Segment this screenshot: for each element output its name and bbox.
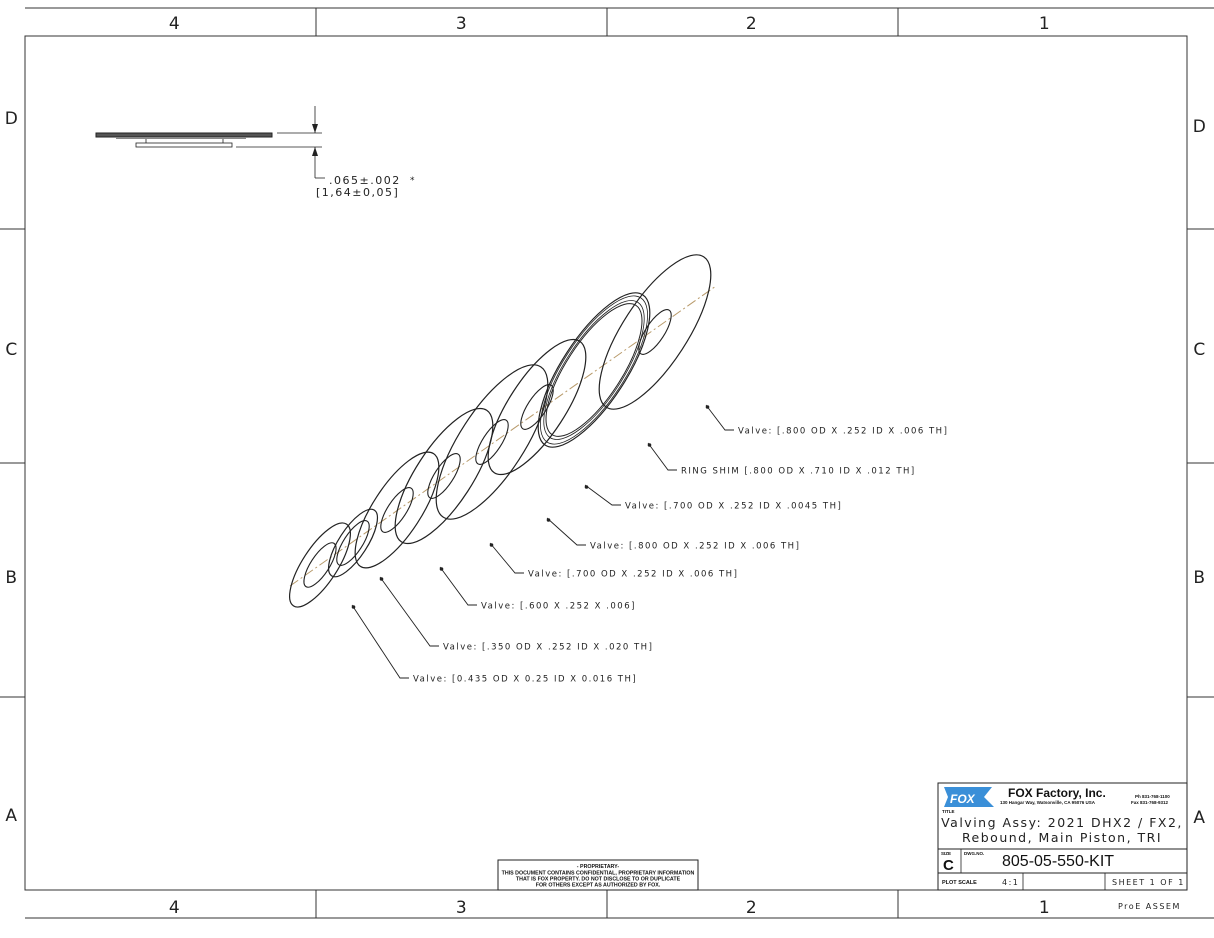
washer-outer-edge [435,364,549,520]
leader-line [584,484,621,506]
washer-inner-edge [545,303,643,437]
washer-outer-edge [598,254,712,410]
washer-inner-edge [336,520,370,566]
thickness-dimension: .065±.002 * [1,64±0,05] [316,174,416,199]
leader-arrowhead [379,577,384,581]
zone-col-4-bottom: 4 [169,898,181,918]
leader-arrowhead [351,605,356,609]
callout-label: Valve: [0.435 OD X 0.25 ID X 0.016 TH] [413,675,637,685]
washer-outer-edge [289,522,351,608]
side-view [95,106,325,179]
callout-label: Valve: [.700 OD X .252 ID X .0045 TH] [625,502,842,512]
washer-outer-edge [487,338,587,476]
washer-inner-edge [380,487,414,533]
washer-inner-edge [475,419,509,465]
exploded-washers [289,254,712,608]
washer-inner-edge [543,300,645,440]
proprietary-line1: THIS DOCUMENT CONTAINS CONFIDENTIAL, PRO… [502,871,695,877]
zone-col-4: 4 [169,14,181,34]
drawing-number: 805-05-550-KIT [1002,853,1114,870]
leader-arrowhead [439,567,444,571]
zone-col-3-bottom: 3 [456,898,468,918]
washer-inner-edge [638,309,672,355]
fox-logo: FOX [944,787,994,807]
leader-arrowhead [546,518,551,522]
zone-row-c-right: C [1193,340,1206,360]
proprietary-heading: - PROPRIETARY- [577,864,620,870]
plot-scale-value: 4:1 [1002,878,1019,887]
dimension-note-mark: * [410,176,416,186]
drawing-title-line1: Valving Assy: 2021 DHX2 / FX2, [941,815,1183,830]
zone-row-a-right: A [1193,808,1206,828]
plot-scale-label: PLOT SCALE [942,880,977,886]
proprietary-notice: - PROPRIETARY- THIS DOCUMENT CONTAINS CO… [497,859,699,891]
leader-line [439,566,477,606]
sheet-number: SHEET 1 OF 1 [1112,878,1185,887]
washer-inner-edge [427,453,461,499]
washer-outer-edge [327,508,379,578]
leader-arrowhead [705,405,710,409]
company-name: FOX Factory, Inc. [1008,786,1106,800]
sheet-size: C [943,857,954,874]
zone-col-2: 2 [746,14,758,34]
callouts: Valve: [0.435 OD X 0.25 ID X 0.016 TH] Va… [351,404,948,685]
callout-label: Valve: [.700 OD X .252 ID X .006 TH] [528,570,738,580]
washer-inner-edge [303,542,337,588]
callout-label: Valve: [.350 OD X .252 ID X .020 TH] [443,643,653,653]
dimension-imperial: .065±.002 [329,174,401,187]
washer-outer-edge [540,295,648,445]
title-block: FOX FOX Factory, Inc. 130 Hangar Way, Wa… [937,782,1188,911]
leader-line [489,542,524,574]
zone-row-d-right: D [1193,117,1208,137]
source-label: ProE ASSEM [1118,902,1181,911]
size-label: SIZE [941,851,951,856]
leader-arrowhead [489,543,494,547]
svg-text:FOX: FOX [950,792,976,806]
zone-row-c: C [5,340,18,360]
washer-outer-edge [394,407,494,545]
proprietary-line2: THAT IS FOX PROPERTY. DO NOT DISCLOSE TO… [516,877,681,883]
zone-col-2-bottom: 2 [746,898,758,918]
leader-line [351,604,409,679]
company-fax: Fax 831-768-9312 [1131,800,1169,805]
leader-arrowhead [647,443,652,447]
company-phone: Ph 831-768-1100 [1135,794,1170,799]
zone-row-a: A [5,806,18,826]
zone-labels: 4 3 2 1 4 3 2 1 D C B A D C B A [5,14,1208,918]
callout-label: RING SHIM [.800 OD X .710 ID X .012 TH] [681,467,916,477]
zone-col-1: 1 [1039,14,1051,34]
washer-outer-edge [354,451,440,569]
leader-line [647,442,677,471]
dimension-metric: [1,64±0,05] [316,186,399,199]
dwg-no-label: DWG.NO. [964,851,984,856]
callout-label: Valve: [.800 OD X .252 ID X .006 TH] [590,542,800,552]
drawing-title-line2: Rebound, Main Piston, TRI [962,830,1162,845]
zone-col-3: 3 [456,14,468,34]
company-address: 130 Hangar Way, Watsonville, CA 95076 US… [1000,800,1096,805]
zone-row-d: D [5,109,20,129]
leader-line [705,404,734,431]
proprietary-line3: FOR OTHERS EXCEPT AS AUTHORIZED BY FOX. [536,883,661,889]
leader-line [379,576,439,647]
callout-label: Valve: [.800 OD X .252 ID X .006 TH] [738,427,948,437]
washer-outer-edge [537,292,651,448]
zone-col-1-bottom: 1 [1039,898,1051,918]
leader-arrowhead [584,485,589,489]
zone-row-b: B [5,568,18,588]
title-label: TITLE [942,809,955,814]
leader-line [546,517,586,546]
center-axis [289,285,717,587]
callout-label: Valve: [.600 X .252 X .006] [481,602,636,612]
zone-row-b-right: B [1193,568,1206,588]
